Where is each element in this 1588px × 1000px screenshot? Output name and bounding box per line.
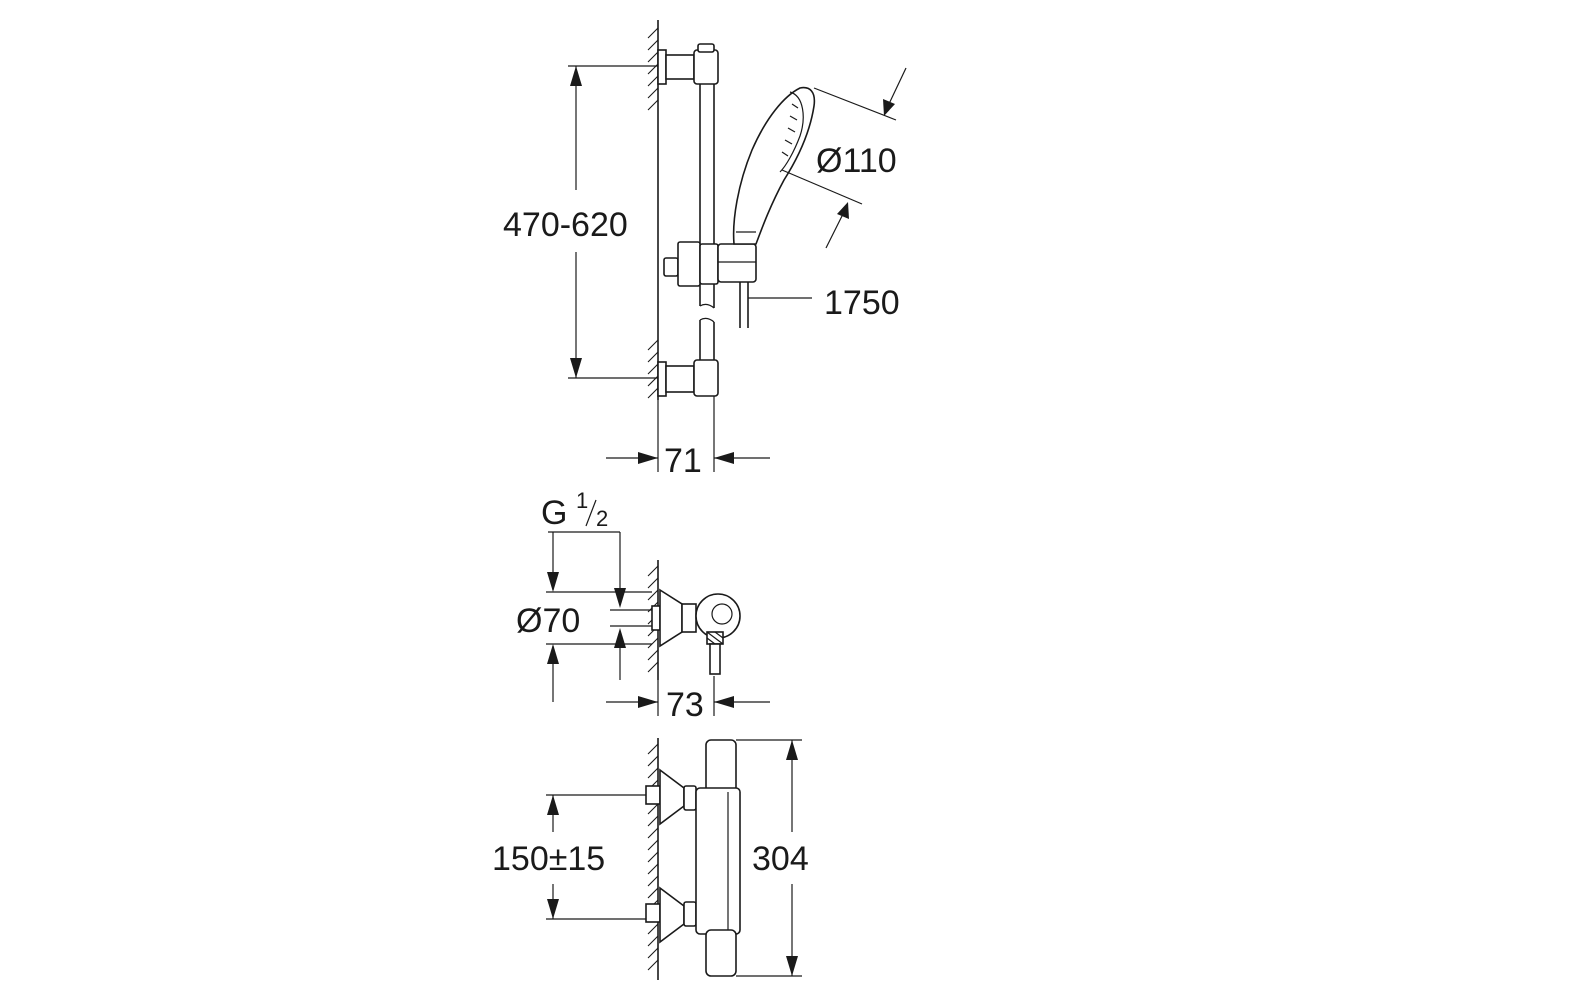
dim-mixer-depth: 73 (666, 686, 704, 724)
depth73-arrow-left (638, 696, 658, 708)
depth71-arrow-right (714, 452, 734, 464)
spacing-arrow-top (547, 795, 559, 815)
slider-body-mid (699, 243, 719, 285)
dim-handshower-diameter: Ø110 (816, 142, 897, 180)
dia110-leader-top (887, 67, 907, 107)
slider-body-left (677, 241, 701, 287)
thermostat-top-handle (705, 739, 737, 793)
upper-inlet-cone (659, 768, 685, 826)
dia110-arrow-bottom (837, 202, 849, 219)
thread-arrow (614, 588, 626, 608)
dim-rail-depth: 71 (664, 442, 702, 480)
dia110-ext-bottom (781, 169, 863, 205)
lower-bracket-plate (657, 361, 667, 397)
dim-mixer-height: 304 (752, 840, 809, 878)
thermostat-body (695, 787, 741, 935)
upper-inlet-ring (683, 785, 697, 811)
lower-inlet-cone (659, 886, 685, 944)
shower-rail-assembly: Ø110 1750 470-620 71 (503, 20, 907, 480)
hand-shower-nozzles (781, 103, 799, 157)
dim-hose-length: 1750 (824, 284, 900, 322)
dim-thread-den: 2 (596, 506, 608, 531)
lower-inlet-nut (645, 903, 661, 923)
dim-thread-label: G (541, 494, 567, 532)
height304-arrow-bottom (786, 956, 798, 976)
mixer-body-inner (711, 603, 733, 625)
slider-holder (717, 243, 757, 283)
rail-break-upper (699, 303, 715, 309)
depth73-arrow-right (714, 696, 734, 708)
depth71-arrow-left (638, 452, 658, 464)
upper-bracket-plate (657, 49, 667, 85)
rail-break-lower (699, 317, 715, 323)
lower-bracket-arm (665, 365, 695, 393)
wall-hatching-bottom (647, 743, 659, 971)
mixer-side-view: G 1 2 Ø70 73 (516, 488, 770, 724)
escutcheon-cone (659, 588, 683, 648)
hose-outlet (709, 643, 721, 675)
dim-escutcheon-diameter: Ø70 (516, 602, 580, 640)
hose-connector-knurl (706, 631, 724, 645)
dia110-ext-top (813, 87, 897, 121)
dia110-leader-bottom (825, 211, 845, 249)
wall-hatching (647, 27, 659, 399)
rail-height-arrow-bottom (570, 358, 582, 378)
rail-height-arrow-top (570, 66, 582, 86)
dim-thread-num: 1 (576, 488, 588, 513)
thermostat-front-view: 150±15 304 (492, 738, 809, 980)
thread-arrow-lower (614, 628, 626, 648)
hand-shower-body (732, 86, 816, 245)
dia70-arrow-top (547, 572, 559, 592)
hand-shower-face (779, 91, 804, 173)
dia110-arrow-top (883, 99, 895, 116)
height304-arrow-top (786, 740, 798, 760)
connection-nut (651, 605, 661, 631)
dim-inlet-spacing: 150±15 (492, 840, 605, 878)
upper-bracket-arm (665, 54, 695, 80)
dim-rail-height: 470-620 (503, 206, 628, 244)
thermostat-bottom-handle (705, 929, 737, 977)
lower-rail-cap (693, 359, 719, 397)
lower-inlet-ring (683, 901, 697, 927)
escutcheon-ring (681, 603, 697, 633)
upper-rail-cap (693, 49, 719, 85)
thread-fraction-slash (585, 499, 597, 527)
upper-rail-cap-top (697, 43, 715, 53)
spacing-arrow-bottom (547, 899, 559, 919)
upper-inlet-nut (645, 785, 661, 805)
slider-knob (663, 257, 679, 277)
dia70-arrow-bottom (547, 644, 559, 664)
